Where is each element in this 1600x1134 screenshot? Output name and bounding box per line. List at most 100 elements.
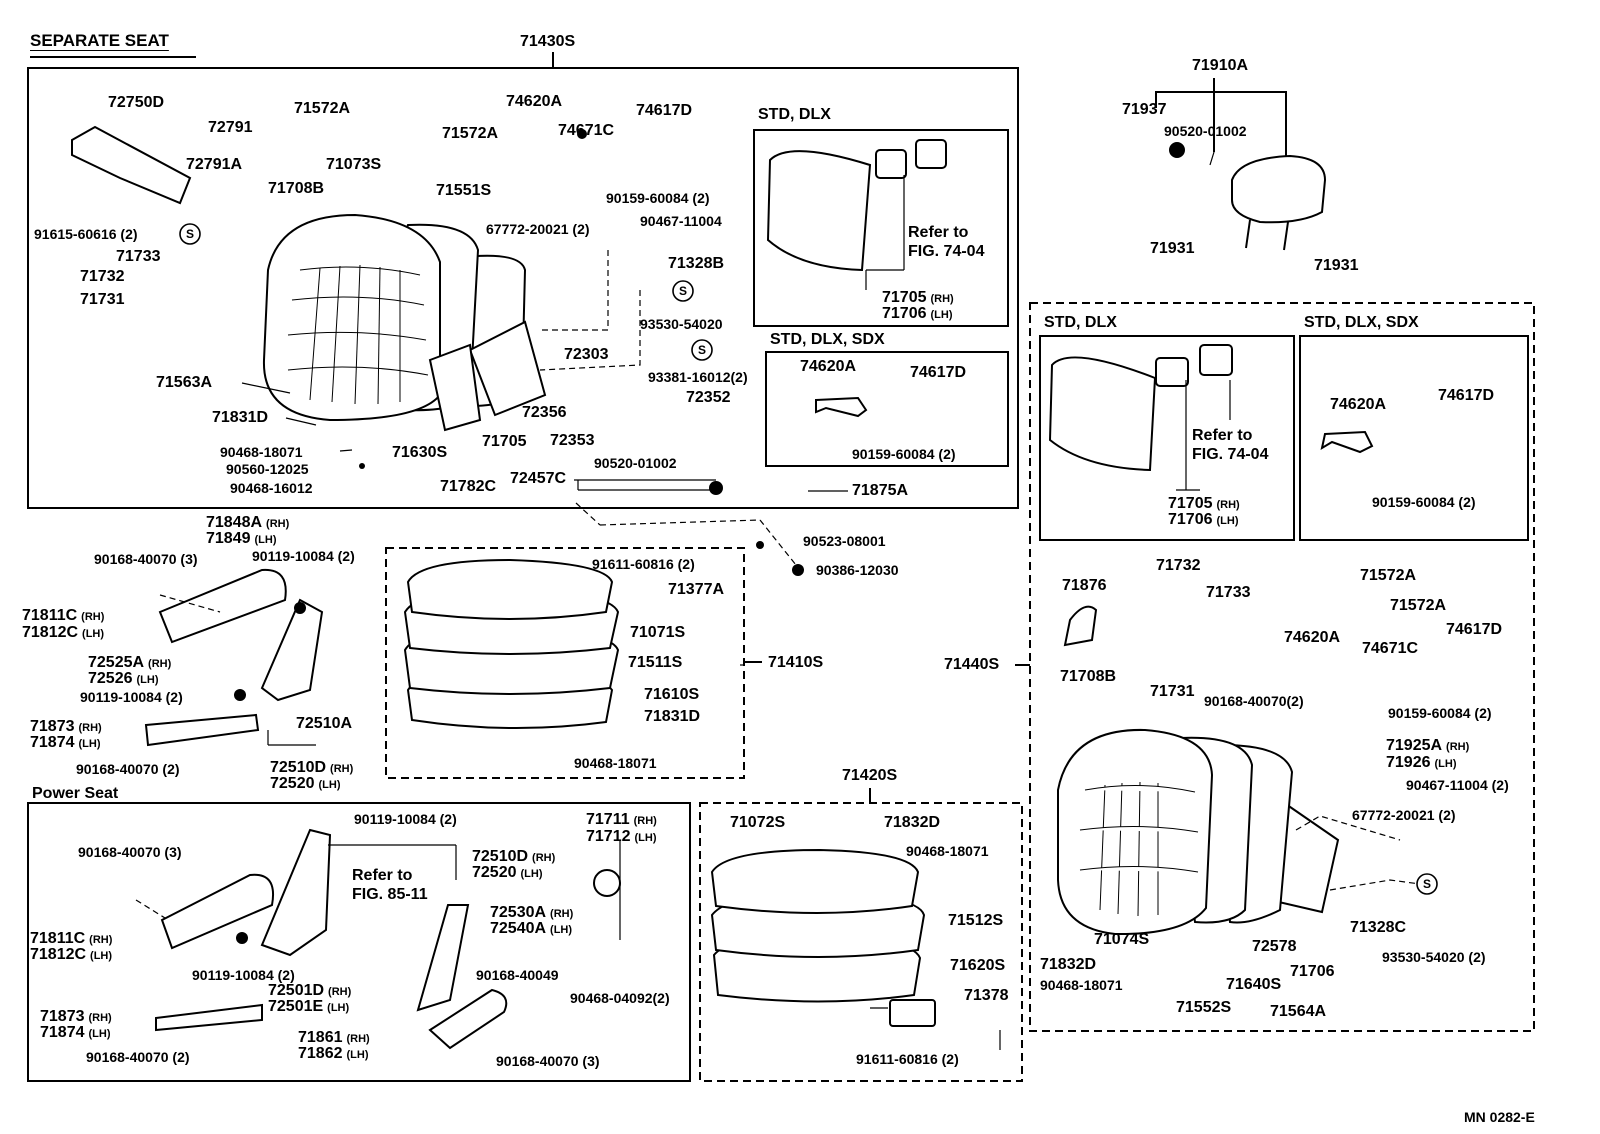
right-part-71708b: 71708B [1060,668,1117,685]
part-71552s: 71552S [1176,999,1232,1016]
part-90560-12025: 90560-12025 [226,461,309,477]
part-71849: 71849(LH) [206,530,277,547]
part-90168-40070-2: 90168-40070 (2) [76,761,180,777]
part-71848a: 71848A(RH) [206,514,290,531]
refer-note-1: Refer to [908,224,969,241]
part-90159-inset: 90159-60084 (2) [852,446,956,462]
pw-part-71711: 71711(RH) [586,811,657,828]
part-72520: 72520(LH) [270,775,341,792]
part-71610s: 71610S [644,686,700,703]
part-74620a-inset: 74620A [800,358,857,375]
part-71620s: 71620S [950,957,1006,974]
seat-back-left-drawing [71,125,547,432]
right-part-71733: 71733 [1206,584,1251,601]
part-72353: 72353 [550,432,595,449]
cushion-power-frame [699,802,1023,1082]
svg-text:S: S [186,227,194,241]
inset-std-dlx-sdx-frame [765,351,1009,467]
part-72578: 72578 [1252,938,1297,955]
part-71831d-cushion: 71831D [644,708,701,725]
pw-part-71873: 71873(RH) [40,1008,112,1025]
pw-part-90119-10084-b: 90119-10084 (2) [192,967,295,983]
part-71074s: 71074S [1094,931,1150,948]
refer-note-2-fig: FIG. 74-04 [1192,446,1269,463]
part-67772-20021: 67772-20021 (2) [486,221,590,237]
part-71551s: 71551S [436,182,492,199]
right-part-90159-inset: 90159-60084 (2) [1372,494,1476,510]
part-90468-18071-cushion: 90468-18071 [574,755,657,771]
part-71925a: 71925A(RH) [1386,737,1470,754]
refer-note-1-fig: FIG. 74-04 [908,243,985,260]
part-71073s: 71073S [326,156,382,173]
part-71931-b: 71931 [1314,257,1359,274]
part-71640s: 71640S [1226,976,1282,993]
page-title: SEPARATE SEAT [30,31,169,50]
svg-text:S: S [1423,877,1431,891]
part-71378: 71378 [964,987,1009,1004]
part-71563a: 71563A [156,374,213,391]
back-assembly-frame [27,67,1019,509]
part-90386-12030: 90386-12030 [816,562,899,578]
group-71420s: 71420S [842,767,898,784]
right-inset-std-dlx-sdx [1299,335,1529,541]
power-seat-heading: Power Seat [32,785,119,802]
refer-note-3: Refer to [352,867,413,884]
part-72750d: 72750D [108,94,165,111]
right-part-74617d: 74617D [1446,621,1503,638]
pw-part-71811c: 71811C(RH) [30,930,113,947]
pw-part-72520: 72520(LH) [472,864,543,881]
pw-part-72540a: 72540A(LH) [490,920,573,937]
part-71876: 71876 [1062,577,1107,594]
part-90119-10084-b: 90119-10084 (2) [80,689,183,705]
part-93381-16012: 93381-16012(2) [648,369,748,385]
pw-part-72501e: 72501E(LH) [268,998,350,1015]
pw-part-72510d: 72510D(RH) [472,848,556,865]
part-74617d-inset: 74617D [910,364,967,381]
part-90468-18071-right: 90468-18071 [906,843,989,859]
part-71937: 71937 [1122,101,1167,118]
part-71926: 71926(LH) [1386,754,1457,771]
part-71328c: 71328C [1350,919,1407,936]
part-71705-rh: 71705(RH) [882,289,954,306]
right-part-93530-54020: 93530-54020 (2) [1382,949,1486,965]
part-71873: 71873(RH) [30,718,102,735]
part-72356: 72356 [522,404,567,421]
headrest-drawing [1169,142,1327,251]
group-71430s: 71430S [520,33,576,50]
part-71782c: 71782C [440,478,497,495]
part-71832d-cushion: 71832D [884,814,941,831]
pw-part-90168-40070-3: 90168-40070 (3) [78,844,182,860]
right-part-90159-60084: 90159-60084 (2) [1388,705,1492,721]
pw-part-90119-10084: 90119-10084 (2) [354,811,457,827]
pw-part-71712: 71712(LH) [586,828,657,845]
part-74617d: 74617D [636,102,693,119]
pw-part-71812c: 71812C(LH) [30,946,113,963]
part-72525a: 72525A(RH) [88,654,172,671]
part-71511s: 71511S [628,654,683,671]
part-71708b: 71708B [268,180,325,197]
part-91611-60816: 91611-60816 (2) [592,556,695,572]
right-part-71732: 71732 [1156,557,1201,574]
svg-text:S: S [679,284,687,298]
s-clip-icon-4 [1416,873,1438,895]
refer-note-2: Refer to [1192,427,1253,444]
right-part-90468-18071: 90468-18071 [1040,977,1123,993]
cushion-stack-left [403,558,620,729]
right-part-71832d: 71832D [1040,956,1097,973]
s-clip-icon-2 [672,280,694,302]
part-71705: 71705 [482,433,527,450]
right-part-71572a-2: 71572A [1390,597,1447,614]
right-part-71572a-1: 71572A [1360,567,1417,584]
part-72457c: 72457C [510,470,567,487]
svg-text:S: S [698,343,706,357]
part-91615-60616: 91615-60616 (2) [34,226,138,242]
part-71874: 71874(LH) [30,734,101,751]
part-72791a: 72791A [186,156,243,173]
part-90467-11004: 90467-11004 [640,213,722,229]
part-71071s: 71071S [630,624,686,641]
part-71328b: 71328B [668,255,725,272]
part-72791: 72791 [208,119,253,136]
part-71931-a: 71931 [1150,240,1195,257]
inset-std-dlx-frame [753,129,1009,327]
part-90520-01002: 90520-01002 [594,455,677,471]
